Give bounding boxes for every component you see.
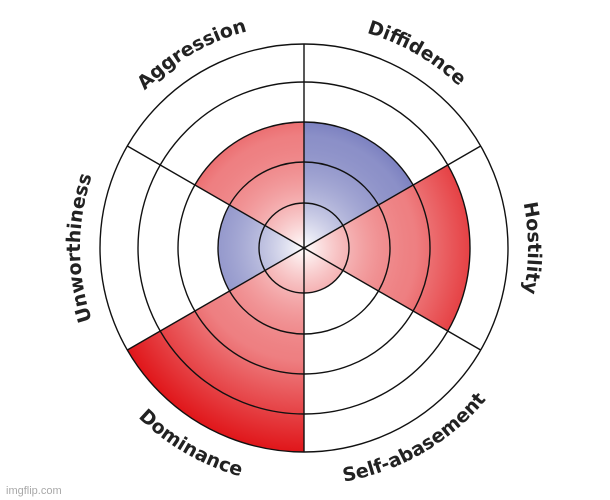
- spoke-5: [126, 247, 305, 351]
- segment-fill-dominance: [127, 248, 304, 453]
- segment-fill-diffidence: [304, 122, 414, 248]
- spoke-3: [303, 247, 482, 351]
- segment-label-aggression: Aggression: [133, 15, 249, 94]
- segment-fill-unworthiness: [217, 205, 304, 291]
- segment-label-hostility: Hostility: [518, 200, 545, 296]
- spoke-6: [126, 145, 305, 249]
- segment-fill-hostility: [304, 165, 470, 331]
- spoke-lines: [126, 44, 482, 452]
- spoke-2: [303, 145, 482, 249]
- watermark-text: imgflip.com: [6, 485, 62, 497]
- segment-fills: [127, 122, 470, 453]
- segment-label-unworthiness: Unworthiness: [63, 171, 97, 326]
- segment-fill-aggression: [194, 122, 304, 248]
